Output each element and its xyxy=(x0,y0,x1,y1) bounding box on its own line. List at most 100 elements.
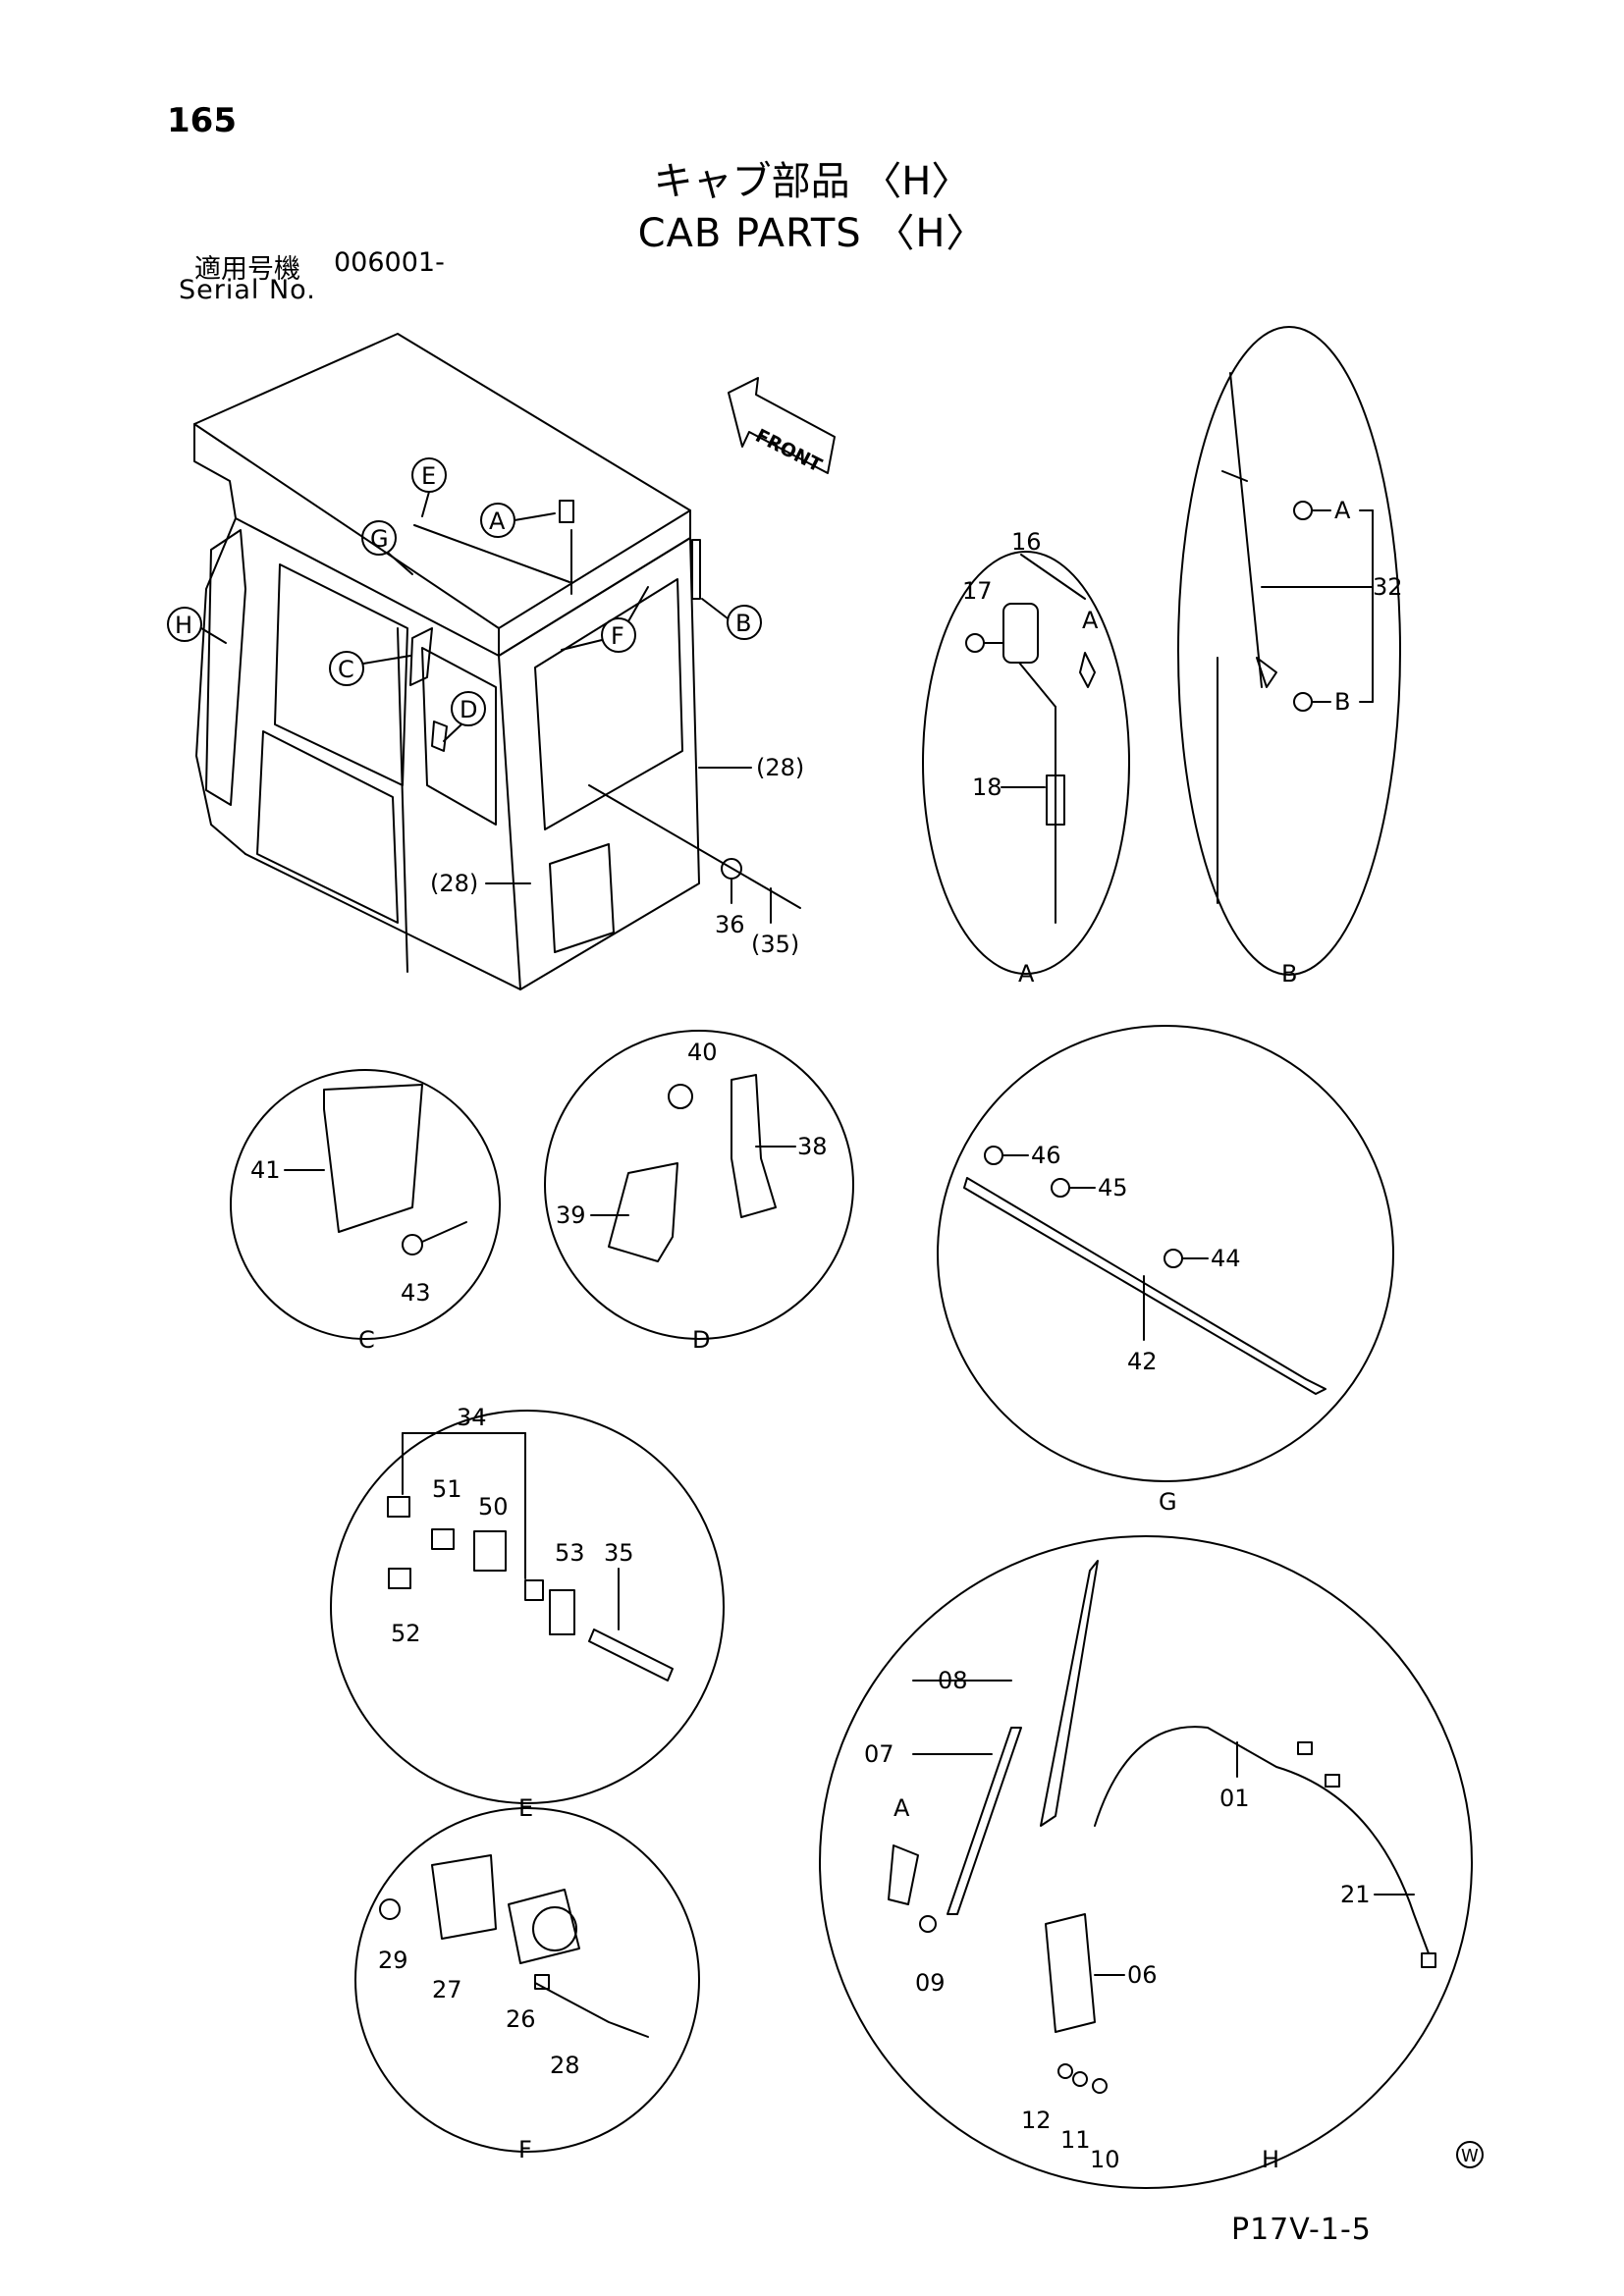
part-27-label: 27 xyxy=(432,1976,462,2003)
detail-d-outline xyxy=(544,1030,854,1340)
detail-g: 46 45 44 42 G xyxy=(937,1025,1394,1516)
part-39-label: 39 xyxy=(556,1201,586,1229)
cab-main-view: FRONT E A G H C F D B (28) (28) 36 xyxy=(167,333,836,990)
cab-roof-front-edge xyxy=(498,509,691,657)
part-34-label: 34 xyxy=(457,1404,487,1431)
part-51-label: 51 xyxy=(432,1475,462,1503)
part-35-label: 35 xyxy=(604,1539,634,1567)
part-11-washer xyxy=(1072,2071,1088,2087)
part-39-bracket xyxy=(608,1162,678,1262)
door-seam xyxy=(397,627,408,973)
part-07-label: 07 xyxy=(864,1740,894,1768)
part-42-strip xyxy=(963,1177,1326,1395)
detail-f-outline xyxy=(354,1807,700,2153)
part-40-bolt xyxy=(668,1084,693,1109)
part-29-label: 29 xyxy=(378,1947,408,1974)
part-52-label: 52 xyxy=(391,1620,421,1647)
detail-a-label: A xyxy=(1018,960,1035,988)
callout-35: (35) xyxy=(751,931,799,958)
part-10-label: 10 xyxy=(1090,2146,1120,2173)
part-28-wire xyxy=(534,1982,649,2038)
cab-front-face xyxy=(498,537,700,990)
part-26-speaker xyxy=(508,1889,580,1964)
part-01-21-harness xyxy=(1094,1726,1430,1954)
part-34-fitting xyxy=(387,1496,410,1518)
part-46-screw xyxy=(984,1146,1003,1165)
marker-f-label: F xyxy=(611,622,624,650)
title-english: CAB PARTS 〈H〉 xyxy=(637,211,987,256)
detail-g-label: G xyxy=(1159,1488,1177,1516)
part-08-channel xyxy=(1040,1560,1099,1827)
detail-b: A B 32 B xyxy=(1177,326,1403,988)
callout-36: 36 xyxy=(715,911,745,938)
marker-a-label: A xyxy=(489,507,506,535)
part-10-bolt xyxy=(1092,2078,1108,2094)
part-52-fitting xyxy=(388,1568,411,1589)
part-38-label: 38 xyxy=(797,1133,828,1160)
part-42-label: 42 xyxy=(1127,1348,1158,1375)
part-32-wiper-rod xyxy=(1229,372,1263,688)
part-46-label: 46 xyxy=(1031,1142,1061,1169)
rear-window xyxy=(205,529,246,806)
detail-b-ref-b: B xyxy=(1334,688,1350,716)
part-11-label: 11 xyxy=(1060,2126,1091,2154)
part-45-screw xyxy=(1051,1178,1070,1198)
part-51-fitting xyxy=(431,1528,455,1550)
page-number: 165 xyxy=(167,101,237,140)
marker-g xyxy=(361,520,397,556)
part-06-label: 06 xyxy=(1127,1961,1158,1989)
front-lower-panel xyxy=(549,843,615,953)
part-50-label: 50 xyxy=(478,1493,509,1521)
marker-h xyxy=(167,607,202,642)
part-09-label: 09 xyxy=(915,1969,946,1997)
part-44-screw xyxy=(1164,1249,1183,1268)
cab-roof-edge xyxy=(193,423,237,519)
detail-f: 29 27 26 28 F xyxy=(354,1807,700,2163)
front-window xyxy=(534,578,683,830)
part-26-label: 26 xyxy=(506,2005,536,2033)
side-window xyxy=(421,647,497,826)
marker-b-label: B xyxy=(735,610,751,637)
marker-b xyxy=(727,605,762,640)
callout-28-right: (28) xyxy=(756,754,804,781)
detail-h: 08 07 A 01 21 09 06 12 11 10 H xyxy=(819,1535,1473,2189)
detail-a-ref-a: A xyxy=(1082,607,1099,634)
detail-a-outline xyxy=(922,551,1130,975)
part-12-washer xyxy=(1057,2063,1073,2079)
part-43-bolt xyxy=(402,1234,423,1255)
marker-g-label: G xyxy=(370,525,389,553)
part-35-hose xyxy=(588,1629,674,1682)
serial-label-japanese: 適用号機 xyxy=(194,254,300,285)
part-40-label: 40 xyxy=(687,1039,718,1066)
detail-c-outline xyxy=(230,1069,501,1340)
detail-h-outline xyxy=(819,1535,1473,2189)
callout-28-left: (28) xyxy=(430,870,478,897)
cab-left-side xyxy=(235,517,521,990)
detail-h-label: H xyxy=(1262,2146,1279,2173)
cab-rear-corner xyxy=(195,517,246,855)
detail-c: 41 43 C xyxy=(230,1069,501,1354)
marker-c xyxy=(329,651,364,686)
detail-h-ref-a: A xyxy=(893,1794,910,1822)
detail-e-outline xyxy=(330,1410,725,1804)
detail-b-outline xyxy=(1177,326,1401,976)
detail-e: 34 51 50 53 35 52 E xyxy=(330,1404,725,1822)
detail-a: 16 17 A 18 A xyxy=(922,528,1130,988)
part-16-lamp xyxy=(1002,603,1039,664)
part-50-gasket xyxy=(473,1530,507,1572)
detail-f-label: F xyxy=(518,2136,532,2163)
part-17-screw xyxy=(965,633,985,653)
part-09-bolt xyxy=(919,1915,937,1933)
part-21-label: 21 xyxy=(1340,1881,1371,1908)
cable-rod xyxy=(588,784,801,909)
detail-d-label: D xyxy=(692,1326,710,1354)
part-16-label: 16 xyxy=(1011,528,1042,556)
part-53-label: 53 xyxy=(555,1539,585,1567)
corner-mark-label: W xyxy=(1461,2146,1479,2166)
part-a-clip xyxy=(888,1844,919,1905)
part-41-label: 41 xyxy=(250,1156,281,1184)
marker-e-label: E xyxy=(421,462,436,490)
part-b-bolt xyxy=(1293,692,1313,712)
part-06-motor xyxy=(1045,1913,1096,2033)
